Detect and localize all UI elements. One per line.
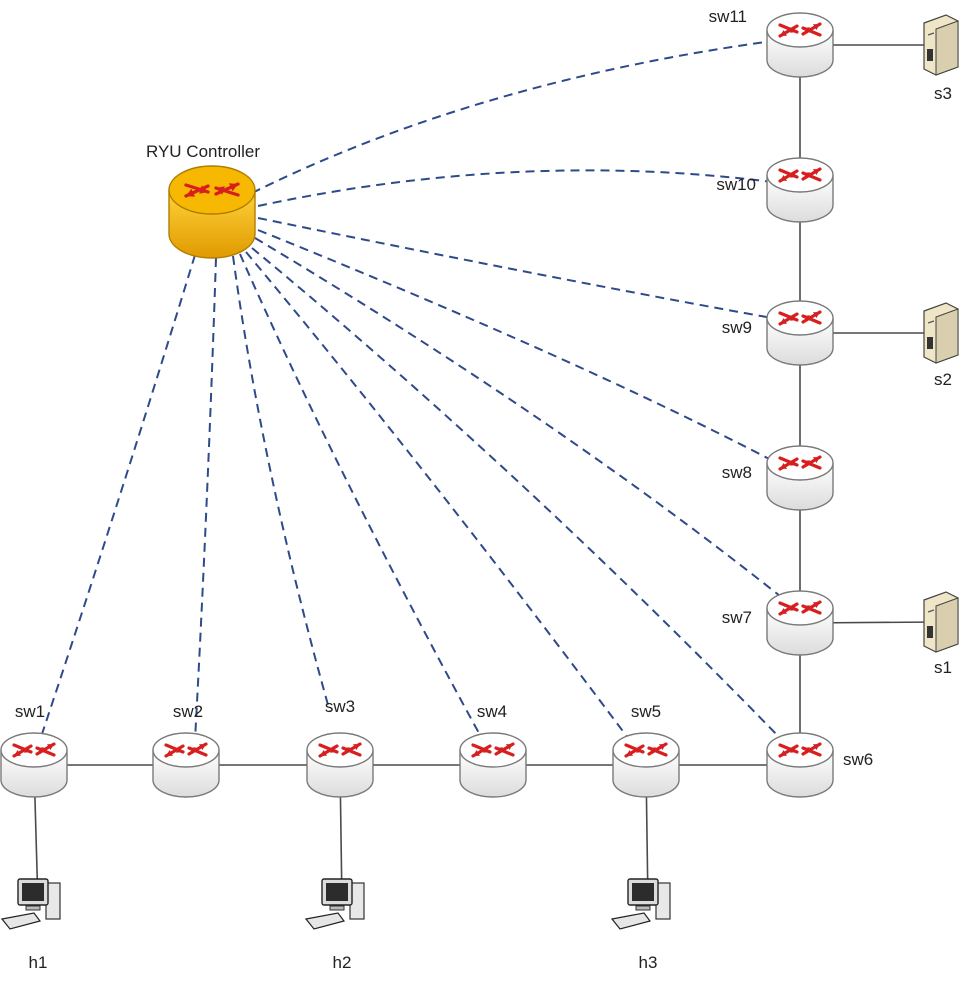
switch-label-sw1: sw1 xyxy=(15,702,45,721)
host-label-h2: h2 xyxy=(333,953,352,972)
switch-label-sw8: sw8 xyxy=(722,463,752,482)
switch-sw11-icon[interactable] xyxy=(766,12,834,78)
host-h2-icon[interactable] xyxy=(304,878,365,930)
switch-sw8-icon[interactable] xyxy=(766,445,834,511)
host-label-h3: h3 xyxy=(639,953,658,972)
control-link-sw2 xyxy=(194,257,217,741)
switch-sw5-icon-arrows-icon xyxy=(624,742,668,758)
switch-sw10-icon-arrows-icon xyxy=(778,167,822,183)
switch-label-sw9: sw9 xyxy=(722,318,752,337)
host-label-h1: h1 xyxy=(29,953,48,972)
switch-sw2-icon-arrows-icon xyxy=(164,742,208,758)
switch-sw11-icon-arrows-icon xyxy=(778,22,822,38)
server-label-s3: s3 xyxy=(934,84,952,103)
switch-sw3-icon[interactable] xyxy=(306,732,374,798)
control-link-sw8 xyxy=(257,229,776,463)
switch-label-sw7: sw7 xyxy=(722,608,752,627)
switch-label-sw5: sw5 xyxy=(631,702,661,721)
switch-label-sw6: sw6 xyxy=(843,750,873,769)
control-link-sw10 xyxy=(257,169,773,207)
switch-sw10-icon[interactable] xyxy=(766,157,834,223)
switch-sw8-icon-arrows-icon xyxy=(778,455,822,471)
switch-sw1-icon[interactable] xyxy=(0,732,68,798)
controller-router-icon[interactable] xyxy=(168,165,256,259)
switch-sw9-icon[interactable] xyxy=(766,300,834,366)
switch-label-sw3: sw3 xyxy=(325,697,355,716)
switch-label-sw4: sw4 xyxy=(477,702,507,721)
switch-sw4-icon[interactable] xyxy=(459,732,527,798)
switch-sw9-icon-arrows-icon xyxy=(778,310,822,326)
control-link-sw11 xyxy=(251,39,781,194)
host-h1-icon[interactable] xyxy=(0,878,61,930)
switch-sw7-icon-arrows-icon xyxy=(778,600,822,616)
switch-sw6-icon-arrows-icon xyxy=(778,742,822,758)
server-label-s1: s1 xyxy=(934,658,952,677)
control-link-sw6 xyxy=(251,247,781,739)
switch-sw6-icon[interactable] xyxy=(766,732,834,798)
server-s2-icon[interactable] xyxy=(923,302,959,364)
control-link-sw4 xyxy=(239,253,481,736)
switch-label-sw10: sw10 xyxy=(716,175,756,194)
server-s3-icon[interactable] xyxy=(923,14,959,76)
control-link-sw5 xyxy=(245,251,629,739)
control-link-sw3 xyxy=(232,255,331,713)
controller-label: RYU Controller xyxy=(146,142,260,161)
switch-sw3-icon-arrows-icon xyxy=(318,742,362,758)
nodes: RYU Controller sw1 sw2 sw3 sw4 sw5 sw6 sw7 sw8 sw… xyxy=(0,7,959,972)
switch-sw5-icon[interactable] xyxy=(612,732,680,798)
server-label-s2: s2 xyxy=(934,370,952,389)
control-link-sw9 xyxy=(257,217,773,319)
controller-router-icon-arrows-icon xyxy=(184,182,240,198)
control-link-sw7 xyxy=(254,237,791,605)
switch-sw4-icon-arrows-icon xyxy=(471,742,515,758)
switch-label-sw11: sw11 xyxy=(709,7,747,26)
host-h3-icon[interactable] xyxy=(610,878,671,930)
control-link-sw1 xyxy=(39,254,196,741)
switch-sw1-icon-arrows-icon xyxy=(12,742,56,758)
server-s1-icon[interactable] xyxy=(923,591,959,653)
control-links xyxy=(39,39,791,741)
switch-label-sw2: sw2 xyxy=(173,702,203,721)
switch-sw7-icon[interactable] xyxy=(766,590,834,656)
switch-sw2-icon[interactable] xyxy=(152,732,220,798)
